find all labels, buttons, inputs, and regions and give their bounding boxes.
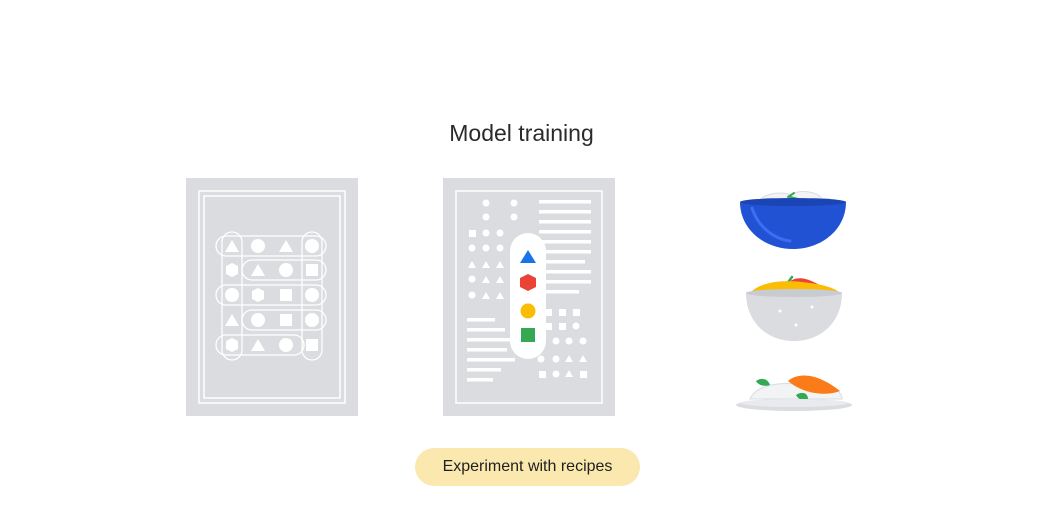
- rice-bowl-icon: [740, 191, 846, 249]
- rice-plate-icon: [736, 375, 852, 411]
- experiment-with-recipes-button[interactable]: Experiment with recipes: [415, 448, 640, 486]
- shapes-grid-icon: [186, 178, 358, 416]
- page-title: Model training: [449, 120, 594, 146]
- noodle-bowl-icon: [746, 275, 842, 341]
- sorted-shapes-icon: [443, 178, 615, 416]
- food-illustrations: [730, 185, 860, 425]
